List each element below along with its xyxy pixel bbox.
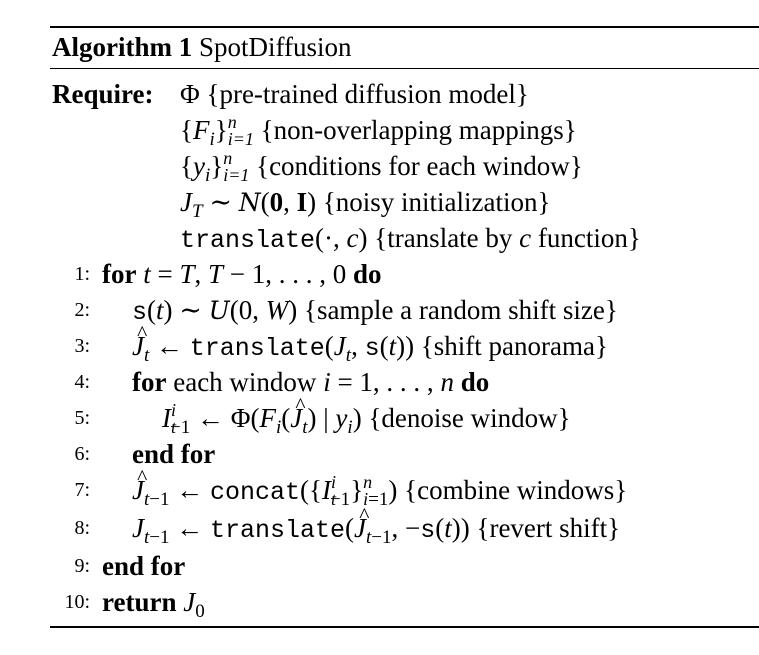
caption-rule	[50, 68, 759, 69]
line-number: 10:	[64, 591, 90, 613]
algorithm-line-8: 8: Jt−1 ← translate(Jt−1, −s(t)) {revert…	[0, 497, 759, 548]
algorithm-caption: Algorithm 1 SpotDiffusion	[52, 30, 352, 64]
algorithm-label: Algorithm 1	[52, 32, 193, 62]
require-line-1: Require: Φ {pre-trained diffusion model}	[0, 76, 759, 112]
algorithm-line-1: 1: for t = T, T − 1, . . . , 0 do	[0, 256, 759, 292]
line-number: 1:	[74, 263, 90, 285]
require-item-translate: translate(·, c) {translate by c function…	[180, 223, 641, 255]
require-item-init: JT ∼ N(0, I) {noisy initialization}	[180, 187, 551, 222]
require-item-model: Φ {pre-trained diffusion model}	[180, 79, 529, 109]
top-rule	[50, 26, 759, 28]
require-keyword: Require:	[52, 79, 154, 109]
algorithm-line-7: 7: Jt−1 ← concat({Iit−1}ni=1) {combine w…	[0, 459, 759, 510]
algorithm-line-10: 10: return J0	[0, 584, 759, 622]
algorithm-line-2: 2: s(t) ∼ U(0, W) {sample a random shift…	[0, 292, 759, 328]
algorithm-line-4: 4: for each window i = 1, . . . , n do	[0, 364, 759, 400]
algorithm-name: SpotDiffusion	[198, 32, 352, 62]
line-number: 3:	[74, 335, 90, 357]
line-number: 4:	[74, 371, 90, 393]
line-number: 6:	[74, 443, 90, 465]
line-number: 7:	[74, 479, 90, 501]
line-number: 9:	[74, 555, 90, 577]
require-line-5: translate(·, c) {translate by c function…	[0, 220, 759, 256]
line-number: 8:	[74, 517, 90, 539]
line-number: 2:	[74, 299, 90, 321]
algorithm-line-5: 5: Iit−1 ← Φ(Fi(Jt) | yi) {denoise windo…	[0, 387, 759, 438]
bottom-rule	[50, 626, 759, 628]
algorithm-line-6: 6: end for	[0, 436, 759, 472]
algorithm-line-9: 9: end for	[0, 548, 759, 584]
line-number: 5:	[74, 407, 90, 429]
require-line-4: JT ∼ N(0, I) {noisy initialization}	[0, 184, 759, 222]
algorithm-line-3: 3: Jt ← translate(Jt, s(t)) {shift panor…	[0, 315, 759, 366]
